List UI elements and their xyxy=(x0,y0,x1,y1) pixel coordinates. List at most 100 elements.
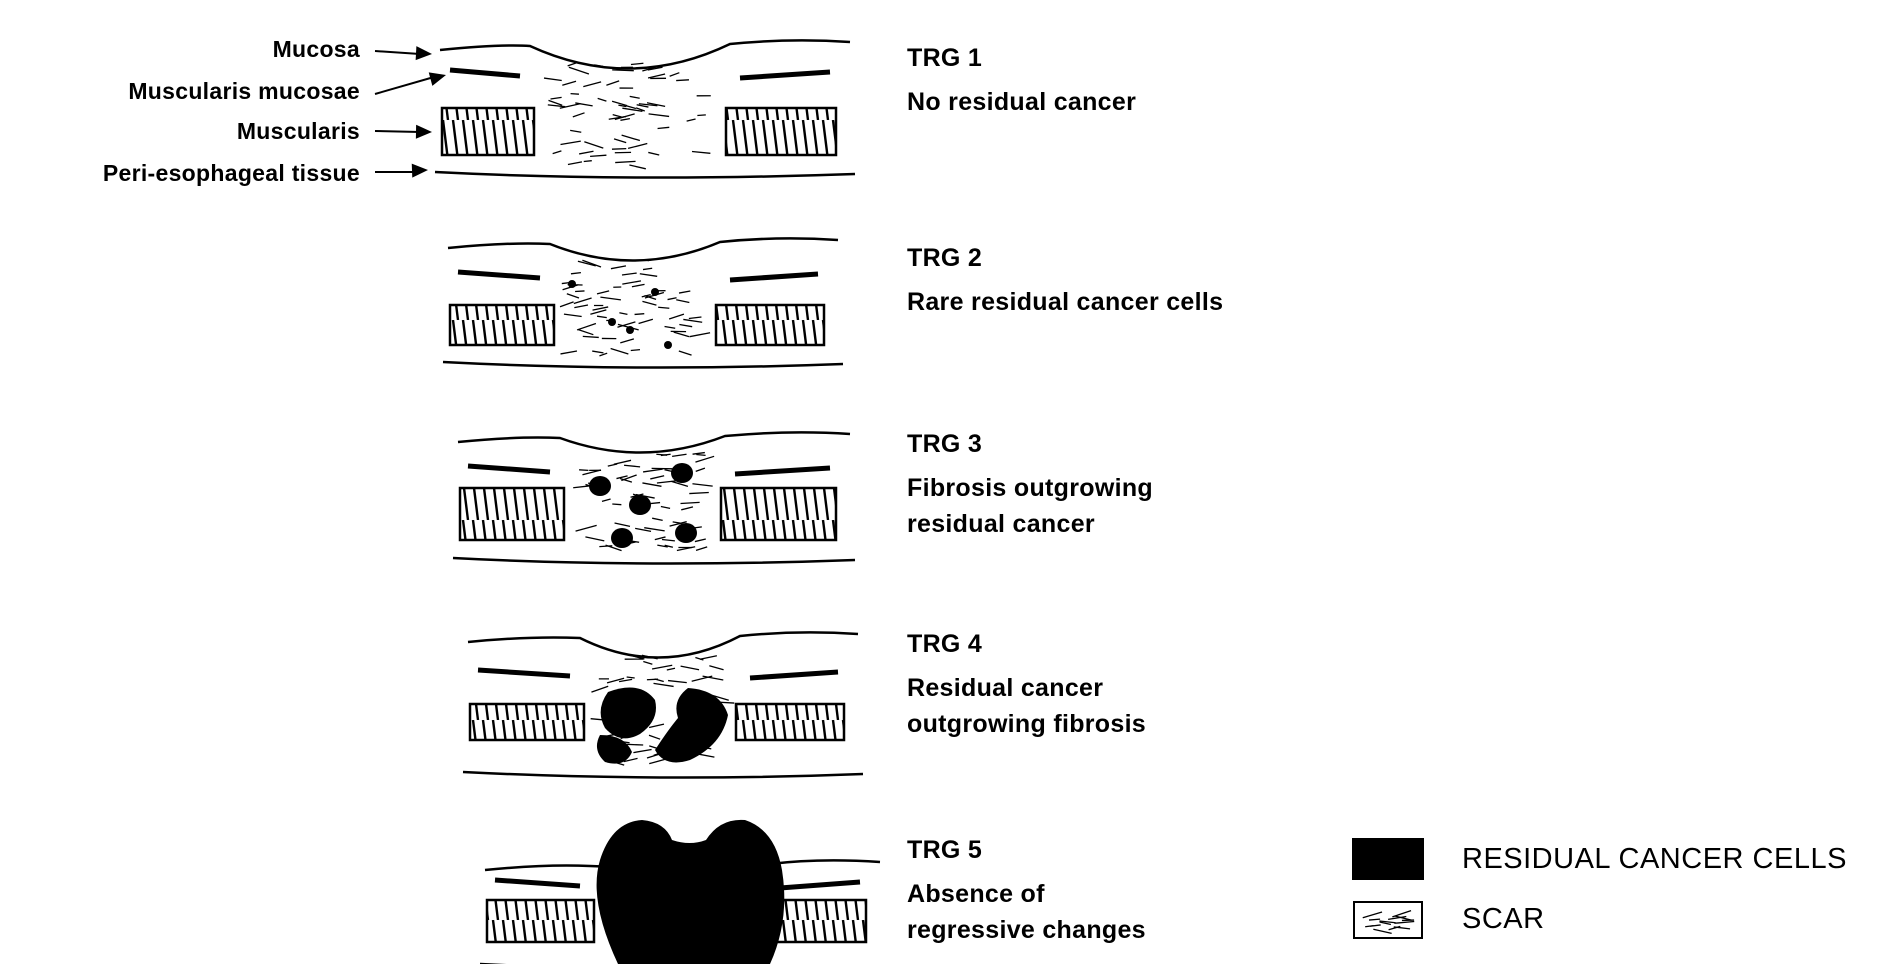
scar-dash xyxy=(668,681,687,683)
peri-esophageal-line xyxy=(435,172,855,178)
mucosa-line xyxy=(440,40,850,68)
cancer-mass xyxy=(597,735,632,764)
scar-dash xyxy=(695,539,706,542)
scar-dash xyxy=(696,547,707,551)
scar-dash xyxy=(668,298,677,300)
scar-dash xyxy=(643,469,663,472)
scar-dash xyxy=(700,656,717,660)
trg-3-desc-line-2: residual cancer xyxy=(907,506,1153,542)
scar-dash xyxy=(631,350,640,351)
label-arrows xyxy=(375,46,446,177)
arrow-muscularis-mucosae xyxy=(375,72,446,94)
scar-dash xyxy=(683,319,702,322)
trg-3-desc-line-1: Fibrosis outgrowing xyxy=(907,470,1153,506)
scar-dash xyxy=(551,97,562,99)
scar-dash xyxy=(600,297,620,300)
scar-dash xyxy=(577,323,596,329)
scar-dash xyxy=(669,314,684,319)
scar-dash xyxy=(569,67,589,74)
scar-dash xyxy=(676,300,689,303)
scar-dash xyxy=(621,475,636,481)
trg-1-text: TRG 1 No residual cancer xyxy=(907,40,1136,120)
muscularis-left xyxy=(460,488,564,540)
scar-dash xyxy=(689,492,708,493)
muscularis-left xyxy=(487,900,594,942)
scar-dash xyxy=(648,152,659,155)
scar-dash xyxy=(679,325,692,327)
scar-dash xyxy=(548,105,565,107)
trg-3-section xyxy=(453,432,855,563)
scar-dash xyxy=(608,464,617,466)
mucosa-line xyxy=(468,632,858,657)
trg-2-text: TRG 2 Rare residual cancer cells xyxy=(907,240,1223,320)
trg-4-title: TRG 4 xyxy=(907,626,1146,662)
scar-dash xyxy=(631,63,643,64)
scar-dash xyxy=(667,668,675,670)
scar-dash xyxy=(602,499,611,501)
cancer-cell xyxy=(664,341,672,349)
scar-dash xyxy=(696,468,705,471)
cancer-cell-cluster xyxy=(611,528,633,548)
muscularis-right xyxy=(721,488,836,540)
scar-dash xyxy=(639,319,653,323)
scar-dash xyxy=(628,144,647,149)
scar-dash xyxy=(709,666,723,670)
trg-5-desc-line-2: regressive changes xyxy=(907,912,1146,948)
muscularis-left xyxy=(442,108,534,155)
scar-dash xyxy=(649,735,660,739)
scar-dash xyxy=(592,351,603,353)
cancer-mass xyxy=(601,688,656,739)
scar-dash xyxy=(695,456,714,462)
scar-dash xyxy=(658,127,670,128)
scar-dash xyxy=(599,353,607,356)
muscularis-right xyxy=(716,305,824,345)
scar-dash xyxy=(632,284,645,286)
scar-dash xyxy=(570,130,581,132)
scar-dash xyxy=(571,273,581,274)
scar-dash xyxy=(583,82,601,87)
scar-dash xyxy=(585,537,604,541)
scar-dash xyxy=(627,106,636,109)
arrow-mucosa xyxy=(375,46,432,60)
scar-dash xyxy=(575,291,584,292)
scar-dash xyxy=(574,298,592,304)
trg-1-section xyxy=(435,40,855,177)
legend-scar-swatch xyxy=(1354,902,1422,938)
trg-5-desc-line-1: Absence of xyxy=(907,876,1146,912)
legend-scar-label: SCAR xyxy=(1462,903,1545,936)
scar-dash xyxy=(597,291,609,294)
cancer-cell xyxy=(626,326,634,334)
label-mucosa: Mucosa xyxy=(0,36,360,62)
scar-dash xyxy=(665,327,676,329)
cancer-cell-cluster xyxy=(671,463,693,483)
scar-dash xyxy=(676,80,689,81)
muscularis-mucosae-left xyxy=(495,880,580,886)
scar-dash xyxy=(630,96,640,98)
peri-esophageal-line xyxy=(463,772,863,778)
scar-dash xyxy=(681,507,693,510)
scar-dash xyxy=(606,81,619,85)
scar-dash xyxy=(553,151,562,154)
trg-1-title: TRG 1 xyxy=(907,40,1136,76)
scar-dash xyxy=(624,465,640,467)
muscularis-mucosae-right xyxy=(735,468,830,474)
label-muscularis: Muscularis xyxy=(0,118,360,144)
cancer-cell xyxy=(651,288,659,296)
scar-dash xyxy=(643,662,652,665)
peri-esophageal-line xyxy=(453,558,855,564)
scar-dash xyxy=(640,274,657,277)
scar-dash xyxy=(612,149,626,150)
scar-dash xyxy=(620,119,629,121)
scar-dash xyxy=(635,314,645,315)
scar-dash xyxy=(573,486,589,488)
scar-dash xyxy=(633,750,651,753)
trg-2-section xyxy=(443,238,843,367)
scar-dash xyxy=(612,504,621,505)
cancer-cell-cluster xyxy=(589,476,611,496)
scar-dash xyxy=(573,113,585,117)
scar-dash xyxy=(614,139,626,143)
scar-dash xyxy=(679,291,690,293)
scar-dash xyxy=(611,266,626,269)
trg-1-desc-line-1: No residual cancer xyxy=(907,84,1136,120)
cancer-cell xyxy=(568,280,576,288)
